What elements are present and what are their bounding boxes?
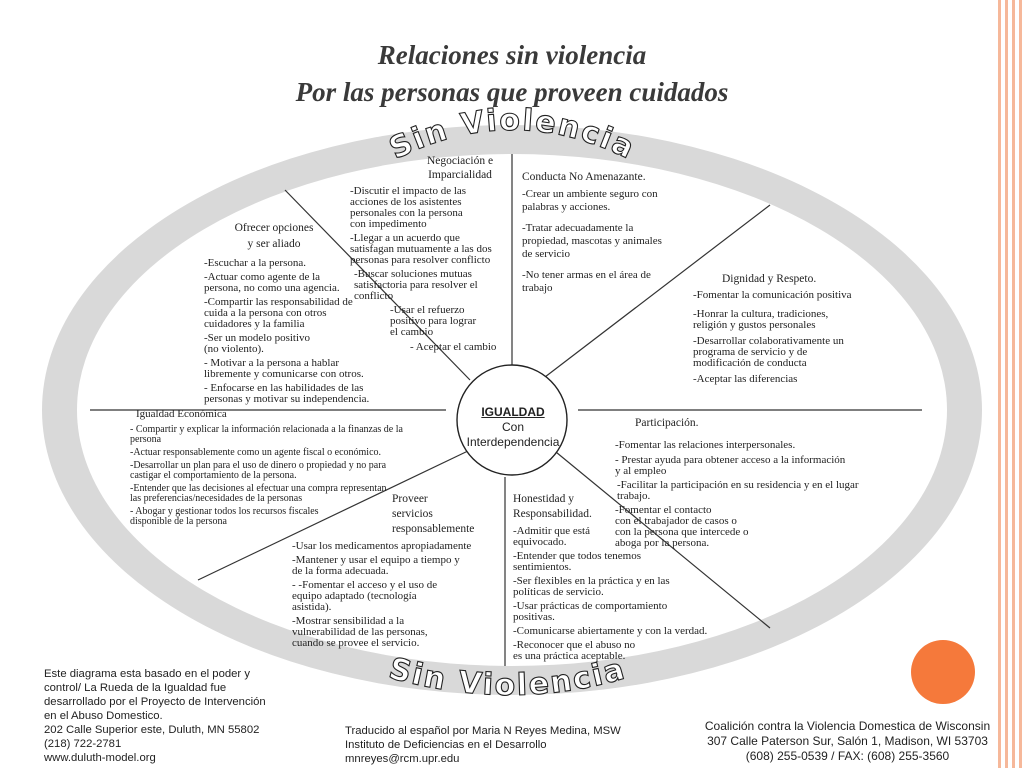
section-item: -Entender que todos tenemos sentimientos… (513, 550, 641, 573)
section-item: -Compartir las responsabilidad de cuida … (204, 296, 353, 330)
section-item: - -Fomentar el acceso y el uso de equipo… (292, 579, 438, 613)
section-item: -Mantener y usar el equipo a tiempo y de… (292, 554, 460, 577)
section-heading: Proveer servicios responsablemente (392, 493, 475, 535)
section-item: -Ser un modelo positivo (no violento). (204, 332, 311, 355)
section-heading: Conducta No Amenazante. (522, 171, 646, 183)
center-hub (456, 364, 568, 476)
section-item: - Enfocarse en las habilidades de las pe… (204, 382, 370, 405)
section-item: -Usar prácticas de comportamiento positi… (513, 600, 668, 623)
center-title: IGUALDAD (481, 405, 545, 419)
section-economica: Igualdad Económica - Compartir y explica… (130, 407, 440, 530)
section-item: -Buscar soluciones mutuas satisfactoria … (354, 268, 478, 302)
section-heading: Honestidad y Responsabilidad. (513, 493, 592, 520)
section-item: -Discutir el impacto de las acciones de … (350, 185, 467, 230)
section-item: -Llegar a un acuerdo que satisfagan mutu… (350, 232, 492, 266)
footer-line: Traducido al español por Maria N Reyes M… (345, 725, 621, 737)
section-heading: Dignidad y Respeto. (722, 273, 817, 285)
footer-line: desarrollado por el Proyecto de Interven… (44, 696, 266, 708)
section-heading: Igualdad Económica (136, 408, 227, 420)
section-item: -Mostrar sensibilidad a la vulnerabilida… (292, 615, 428, 649)
section-item: -Tratar adecuadamente la propiedad, masc… (522, 222, 662, 260)
section-proveer: Proveer servicios responsablemente -Usar… (292, 492, 502, 652)
footer-link[interactable]: www.duluth-model.org (44, 752, 156, 764)
section-participacion: Participación. -Fomentar las relaciones … (615, 416, 905, 552)
section-negociacion: Negociación e Imparcialidad -Discutir el… (350, 154, 515, 356)
section-item: -Comunicarse abiertamente y con la verda… (513, 625, 708, 637)
section-conducta: Conducta No Amenazante. -Crear un ambien… (522, 170, 687, 298)
section-item: -No tener armas en el área de trabajo (522, 269, 651, 294)
footer-line: Instituto de Deficiencias en el Desarrol… (345, 739, 547, 751)
section-item: -Actuar responsablemente como un agente … (130, 447, 382, 458)
footer-line: (218) 722-2781 (44, 738, 122, 750)
page-title: Relaciones sin violencia (377, 40, 647, 70)
section-heading: Negociación e Imparcialidad (426, 155, 494, 181)
section-item: -Actuar como agente de la persona, no co… (204, 271, 340, 294)
wheel-spokes (90, 154, 922, 666)
section-honestidad: Honestidad y Responsabilidad. -Admitir q… (513, 492, 743, 665)
page-subtitle: Por las personas que proveen cuidados (295, 77, 729, 107)
footer-line: en el Abuso Domestico. (44, 710, 163, 722)
section-item: -Aceptar las diferencias (693, 373, 798, 385)
footer-left: Este diagrama esta basado en el poder y … (44, 667, 334, 765)
footer-line: control/ La Rueda de la Igualdad fue (44, 682, 227, 694)
center-line-3: Interdependencia (466, 435, 560, 449)
section-item: -Fomentar las relaciones interpersonales… (615, 439, 796, 451)
section-item: - Prestar ayuda para obtener acceso a la… (615, 454, 846, 477)
section-item: -Entender que las decisiones al efectuar… (130, 483, 387, 504)
decorative-stripes (990, 0, 1024, 768)
section-item: -Ser flexibles en la práctica y en las p… (513, 575, 670, 598)
section-item: - Abogar y gestionar todos los recursos … (130, 506, 319, 527)
center-label: IGUALDAD Con Interdependencia (458, 405, 568, 450)
center-line-2: Con (501, 420, 524, 434)
accent-circle (911, 640, 975, 704)
section-item: -Fomentar la comunicación positiva (693, 289, 852, 301)
section-opciones: Ofrecer opciones y ser aliado -Escuchar … (204, 220, 404, 408)
section-item: -Desarrollar colaborativamente un progra… (693, 335, 844, 369)
section-item: -Usar los medicamentos apropiadamente (292, 540, 472, 552)
section-item: -Fomentar el contacto con el trabajador … (615, 504, 749, 549)
section-item: - Motivar a la persona a hablar libremen… (204, 357, 364, 380)
section-heading: Ofrecer opciones y ser aliado (234, 222, 314, 250)
section-item: -Reconocer que el abuso no es una prácti… (513, 639, 636, 662)
section-dignidad: Dignidad y Respeto. -Fomentar la comunic… (693, 272, 883, 388)
section-item: -Usar el refuerzo positivo para lograr e… (390, 304, 477, 338)
section-item: -Crear un ambiente seguro con palabras y… (522, 188, 658, 213)
section-item: -Escuchar a la persona. (204, 257, 307, 269)
footer-line: (608) 255-0539 / FAX: (608) 255-3560 (745, 749, 950, 763)
section-item: -Admitir que está equivocado. (513, 525, 590, 548)
footer-line: Este diagrama esta basado en el poder y (44, 668, 250, 680)
section-item: -Honrar la cultura, tradiciones, religió… (693, 308, 829, 331)
section-item: - Compartir y explicar la información re… (130, 424, 403, 445)
footer-line: 202 Calle Superior este, Duluth, MN 5580… (44, 724, 260, 736)
footer-middle: Traducido al español por Maria N Reyes M… (345, 724, 665, 766)
section-item: -Desarrollar un plan para el uso de dine… (130, 460, 387, 481)
footer-email-link[interactable]: mnreyes@rcm.upr.edu (345, 753, 460, 765)
footer-line: 307 Calle Paterson Sur, Salón 1, Madison… (707, 734, 988, 748)
section-item: -Facilitar la participación en su reside… (617, 479, 859, 502)
footer-line: Coalición contra la Violencia Domestica … (704, 719, 991, 733)
section-item: - Aceptar el cambio (410, 341, 497, 353)
section-heading: Participación. (635, 417, 699, 429)
footer-right: Coalición contra la Violencia Domestica … (690, 719, 1005, 764)
